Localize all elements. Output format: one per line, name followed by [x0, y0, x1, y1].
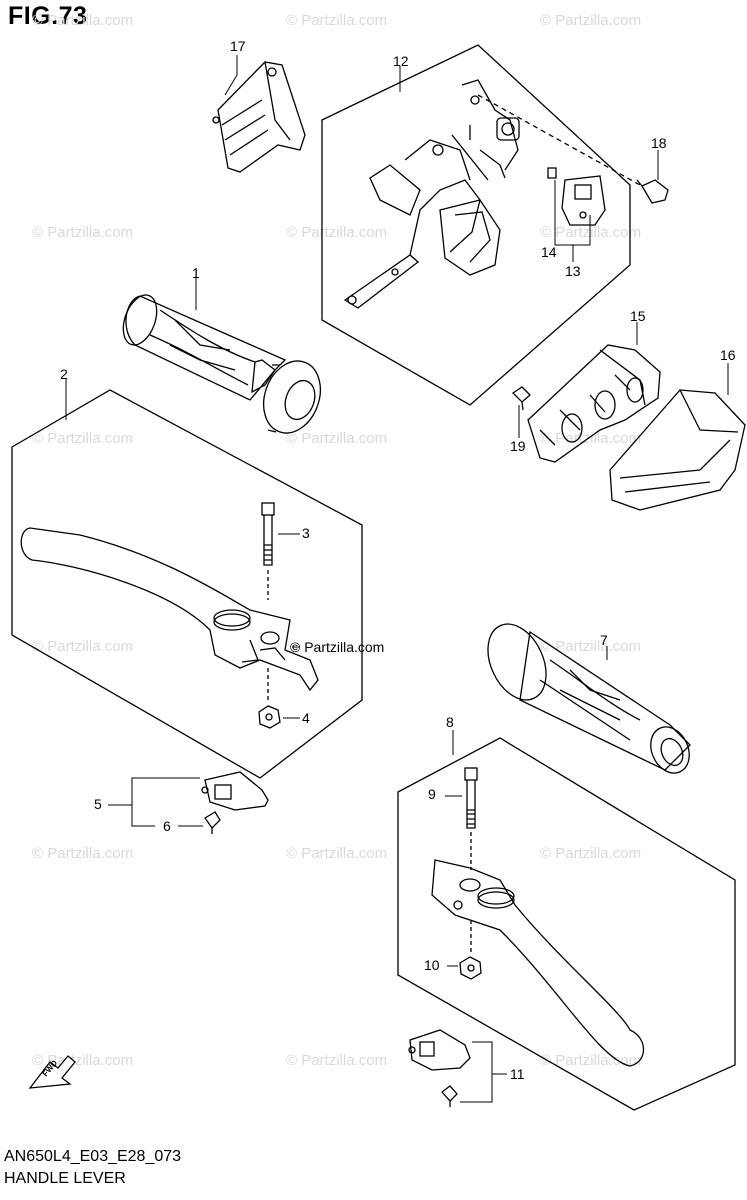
watermark: © Partzilla.com [286, 430, 388, 447]
callout-3: 3 [302, 525, 310, 541]
callout-4: 4 [302, 710, 310, 726]
part-12-bracket-assembly [343, 79, 520, 309]
callout-9: 9 [428, 786, 436, 802]
part-16-cover [609, 389, 746, 511]
watermark: © Partzilla.com [286, 1052, 388, 1069]
part-9-bolt [464, 767, 478, 870]
diagram-title: HANDLE LEVER [4, 1170, 126, 1187]
watermark: © Partzilla.com [32, 430, 134, 447]
fwd-arrow-icon: FWD [28, 1055, 76, 1089]
callout-8: 8 [446, 714, 454, 730]
part-7-grip [487, 623, 691, 774]
callout-7: 7 [600, 632, 608, 648]
leader-dashed [477, 94, 641, 186]
callout-1: 1 [192, 265, 200, 281]
watermark-inline: © Partzilla.com [290, 639, 385, 655]
part-15-bracket [527, 344, 661, 463]
part-1-throttle-grip [122, 294, 322, 434]
callout-13: 13 [565, 263, 581, 279]
part-4-nut [258, 668, 281, 729]
watermark: © Partzilla.com [32, 638, 134, 655]
group-box-8 [397, 737, 736, 1111]
part-11-screw [441, 1085, 458, 1107]
part-3-bolt [261, 502, 275, 600]
callout-12: 12 [393, 53, 409, 69]
part-19-screw [511, 386, 531, 411]
part-18-screw [636, 179, 669, 204]
watermark: © Partzilla.com [286, 224, 388, 241]
part-11-switch [408, 1029, 471, 1071]
watermark: © Partzilla.com [540, 845, 642, 862]
watermark: © Partzilla.com [286, 12, 388, 29]
callout-15: 15 [630, 308, 646, 324]
watermark: © Partzilla.com [32, 845, 134, 862]
part-8-lever [431, 859, 645, 1067]
watermark: © Partzilla.com [32, 1052, 134, 1069]
part-17-cover [212, 61, 306, 173]
watermark: © Partzilla.com [540, 224, 642, 241]
watermark: © Partzilla.com [32, 224, 134, 241]
callout-17: 17 [230, 38, 246, 54]
watermark: © Partzilla.com [32, 12, 134, 29]
part-2-lever [20, 527, 319, 692]
watermark: © Partzilla.com [286, 845, 388, 862]
group-box-2 [11, 389, 363, 779]
callout-5: 5 [94, 796, 102, 812]
callout-14: 14 [541, 244, 557, 260]
callout-11: 11 [510, 1066, 525, 1082]
group-box-12 [321, 44, 631, 406]
callout-18: 18 [651, 135, 667, 151]
callout-19: 19 [510, 438, 526, 454]
watermark: © Partzilla.com [540, 638, 642, 655]
watermark: © Partzilla.com [540, 1052, 642, 1069]
callout-16: 16 [720, 347, 736, 363]
part-6-screw [204, 811, 221, 834]
callout-6: 6 [163, 818, 171, 834]
watermark: © Partzilla.com [540, 12, 642, 29]
leader-lines [65, 55, 729, 1103]
model-code: AN650L4_E03_E28_073 [4, 1148, 182, 1165]
callout-2: 2 [60, 366, 68, 382]
figure-number: FIG.73 [8, 2, 88, 30]
callout-10: 10 [424, 957, 440, 973]
part-10-nut [459, 920, 482, 980]
part-13-switch [547, 167, 606, 226]
watermark: © Partzilla.com [540, 430, 642, 447]
part-5-switch [201, 771, 269, 811]
